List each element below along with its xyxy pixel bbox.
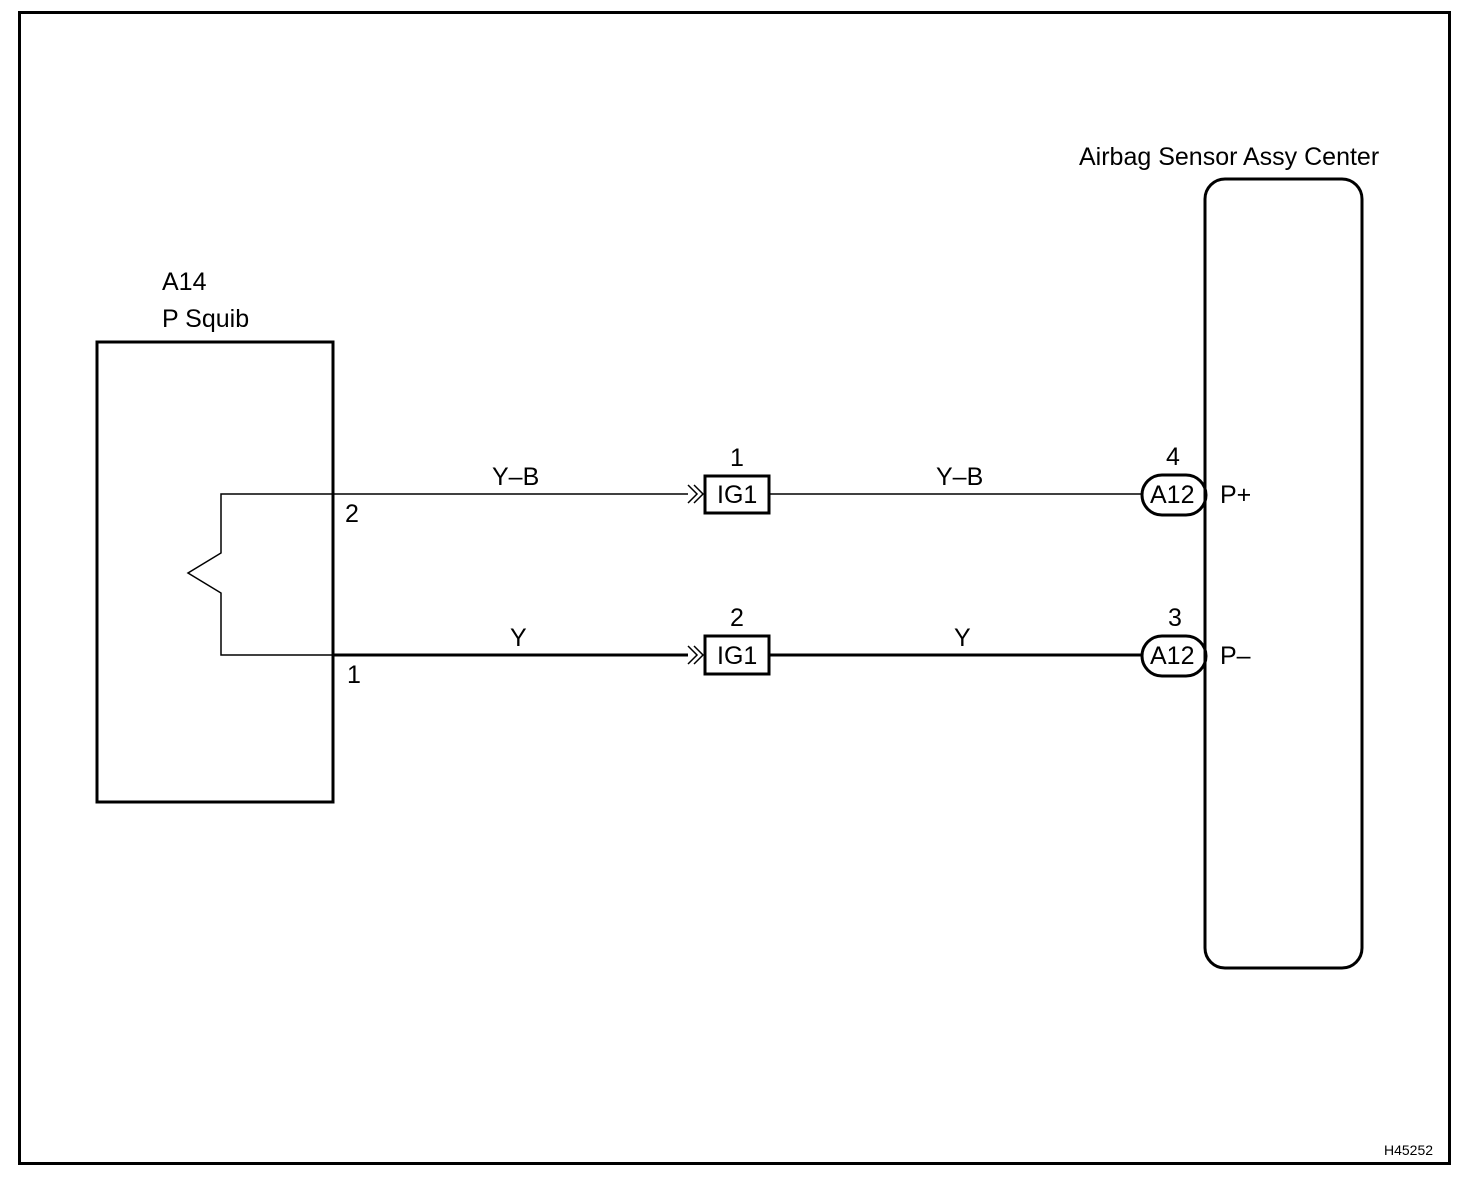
connector-pin-label: 4 [1166,443,1180,471]
connector-oval [1140,634,1208,678]
wire-p-plus: Y–B IG1 1 Y–B A12 4 P+ [333,443,1251,517]
figure-code: H45252 [1384,1142,1433,1158]
terminal-label: P+ [1220,481,1251,509]
connector-pin-label: 3 [1168,604,1182,632]
squib-box [95,340,335,804]
diagram-frame [18,11,1451,1165]
squib-pin-2: 2 [345,500,359,528]
squib-name-label: P Squib [162,305,249,333]
wire-color-label: Y–B [492,463,539,491]
junction-arrow-icon [687,645,705,665]
connector-oval [1140,473,1208,517]
squib-element [186,493,333,656]
junction-pin-label: 2 [730,604,744,632]
connector-label: A12 [1150,642,1194,670]
terminal-label: P– [1220,642,1251,670]
wire-p-minus: Y IG1 2 Y A12 3 P– [333,604,1251,678]
wire-color-label: Y [510,624,527,652]
junction-arrow-icon [687,484,705,504]
sensor-box [1203,177,1364,970]
junction-label: IG1 [717,642,757,670]
wire-color-label: Y–B [936,463,983,491]
junction-pin-label: 1 [730,444,744,472]
wire-color-label: Y [954,624,971,652]
connector-label: A12 [1150,481,1194,509]
squib-pin-1: 1 [347,661,361,689]
sensor-name-label: Airbag Sensor Assy Center [1079,143,1379,171]
junction-label: IG1 [717,481,757,509]
squib-code-label: A14 [162,268,207,296]
